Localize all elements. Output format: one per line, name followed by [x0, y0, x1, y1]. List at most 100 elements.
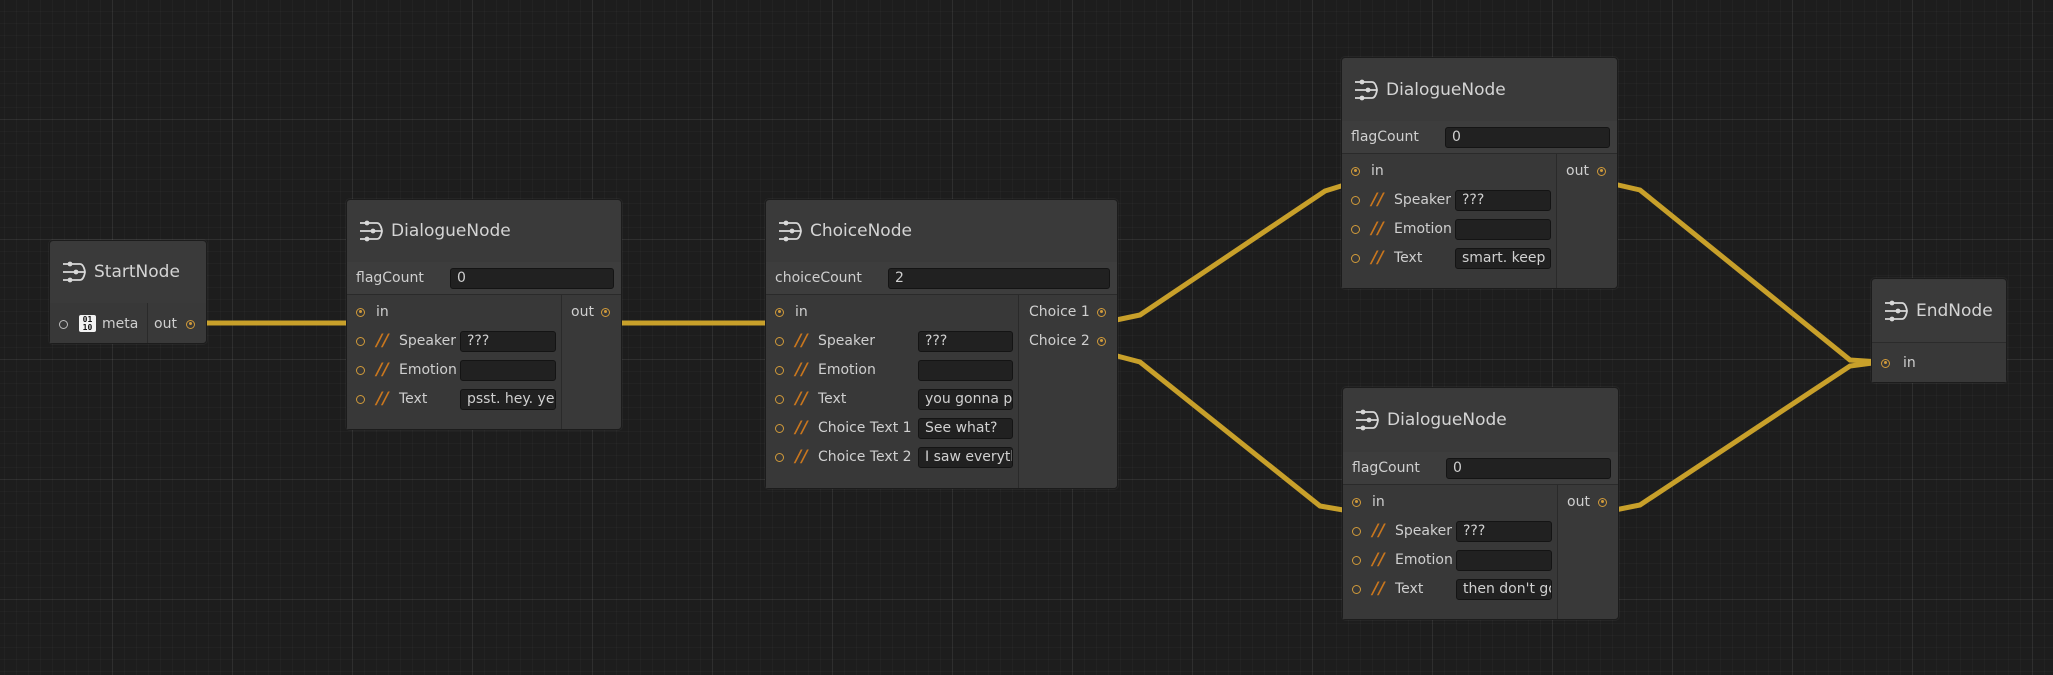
- port-speaker[interactable]: // Speaker ???: [347, 330, 562, 352]
- port-out[interactable]: out: [562, 301, 621, 323]
- flagcount-input[interactable]: 0: [1445, 127, 1610, 148]
- port-out-dot[interactable]: [1598, 497, 1607, 507]
- choice-node[interactable]: ChoiceNode choiceCount 2 in // Speaker ?…: [765, 199, 1118, 489]
- node-header[interactable]: DialogueNode: [1343, 388, 1618, 453]
- emotion-input[interactable]: [918, 360, 1013, 381]
- port-in[interactable]: in: [347, 301, 562, 323]
- port-text[interactable]: // Text you gonna pr: [766, 388, 1019, 410]
- text-input[interactable]: you gonna pr: [918, 389, 1013, 410]
- port-emotion[interactable]: // Emotion: [1342, 218, 1557, 240]
- port-choice-2-dot[interactable]: [1097, 336, 1106, 346]
- port-out[interactable]: out: [148, 313, 206, 335]
- port-text[interactable]: // Text smart. keep i: [1342, 247, 1557, 269]
- port-choice-1[interactable]: Choice 1: [1019, 301, 1117, 323]
- speaker-input[interactable]: ???: [460, 331, 556, 352]
- flagcount-input[interactable]: 0: [450, 268, 614, 289]
- text-input[interactable]: psst. hey. ye: [460, 389, 556, 410]
- text-input[interactable]: then don't go: [1456, 579, 1552, 600]
- port-speaker-dot[interactable]: [1352, 526, 1361, 536]
- port-speaker[interactable]: // Speaker ???: [1343, 520, 1558, 542]
- choicecount-input[interactable]: 2: [888, 268, 1110, 289]
- flagcount-input[interactable]: 0: [1446, 458, 1611, 479]
- string-icon: //: [1372, 550, 1385, 570]
- edge-dialogue2-to-end[interactable]: [1604, 179, 1881, 365]
- end-node[interactable]: EndNode in: [1871, 278, 2007, 383]
- string-icon: //: [1371, 190, 1384, 210]
- choice-text-2-input[interactable]: I saw everyth: [918, 447, 1013, 468]
- port-out-dot[interactable]: [186, 319, 195, 329]
- port-emotion-dot[interactable]: [1351, 224, 1360, 234]
- port-in-dot[interactable]: [775, 307, 784, 317]
- port-speaker-dot[interactable]: [1351, 195, 1360, 205]
- port-label: Speaker: [399, 333, 456, 349]
- node-header[interactable]: ChoiceNode: [766, 200, 1117, 263]
- node-title: StartNode: [94, 262, 180, 282]
- edge-choice1-to-dialogue2[interactable]: [1101, 179, 1355, 326]
- port-speaker-dot[interactable]: [775, 336, 784, 346]
- port-out[interactable]: out: [1558, 491, 1618, 513]
- port-in[interactable]: in: [1872, 352, 2006, 374]
- port-emotion-dot[interactable]: [356, 365, 365, 375]
- node-header[interactable]: EndNode: [1872, 279, 2006, 343]
- emotion-input[interactable]: [1455, 219, 1551, 240]
- port-out[interactable]: out: [1557, 160, 1617, 182]
- port-in[interactable]: in: [766, 301, 1019, 323]
- speaker-input[interactable]: ???: [1455, 190, 1551, 211]
- port-choice-text-1[interactable]: // Choice Text 1 See what?: [766, 417, 1019, 439]
- port-label: in: [1371, 163, 1384, 179]
- dialogue-node-3[interactable]: DialogueNode flagCount 0 in // Speaker ?…: [1342, 387, 1619, 620]
- choice-text-1-input[interactable]: See what?: [918, 418, 1013, 439]
- node-header[interactable]: StartNode: [50, 241, 206, 304]
- port-out-dot[interactable]: [1597, 166, 1606, 176]
- port-choice-text-2-dot[interactable]: [775, 452, 784, 462]
- port-in[interactable]: in: [1343, 491, 1558, 513]
- port-text[interactable]: // Text psst. hey. ye: [347, 388, 562, 410]
- dialogue-node-1[interactable]: DialogueNode flagCount 0 in // Speaker ?…: [346, 199, 622, 430]
- port-choice-text-2[interactable]: // Choice Text 2 I saw everyth: [766, 446, 1019, 468]
- port-choice-2[interactable]: Choice 2: [1019, 330, 1117, 352]
- edge-dialogue3-to-end[interactable]: [1604, 359, 1881, 515]
- port-text-dot[interactable]: [356, 394, 365, 404]
- port-label: Emotion: [1395, 552, 1453, 568]
- node-title: EndNode: [1916, 300, 1993, 321]
- node-graph-icon: [357, 219, 385, 243]
- port-speaker[interactable]: // Speaker ???: [1342, 189, 1557, 211]
- node-header[interactable]: DialogueNode: [347, 200, 621, 263]
- port-in-dot[interactable]: [1351, 166, 1360, 176]
- dialogue-node-2[interactable]: DialogueNode flagCount 0 in // Speaker ?…: [1341, 57, 1618, 289]
- port-choice-text-1-dot[interactable]: [775, 423, 784, 433]
- port-in-dot[interactable]: [356, 307, 365, 317]
- speaker-input[interactable]: ???: [1456, 521, 1552, 542]
- text-input[interactable]: smart. keep i: [1455, 248, 1551, 269]
- emotion-input[interactable]: [460, 360, 556, 381]
- port-text-dot[interactable]: [1351, 253, 1360, 263]
- port-emotion-dot[interactable]: [1352, 555, 1361, 565]
- port-label: Choice 1: [1029, 304, 1090, 320]
- port-speaker[interactable]: // Speaker ???: [766, 330, 1019, 352]
- port-emotion-dot[interactable]: [775, 365, 784, 375]
- port-in-dot[interactable]: [1352, 497, 1361, 507]
- port-choice-1-dot[interactable]: [1097, 307, 1106, 317]
- port-meta-dot[interactable]: [59, 319, 68, 329]
- emotion-input[interactable]: [1456, 550, 1552, 571]
- speaker-input[interactable]: ???: [918, 331, 1013, 352]
- port-text[interactable]: // Text then don't go: [1343, 578, 1558, 600]
- port-in[interactable]: in: [1342, 160, 1557, 182]
- node-header[interactable]: DialogueNode: [1342, 58, 1617, 122]
- flagcount-row: flagCount 0: [1342, 121, 1617, 154]
- port-in-dot[interactable]: [1881, 358, 1890, 368]
- port-out-dot[interactable]: [601, 307, 610, 317]
- node-graph-icon: [1882, 299, 1910, 323]
- edge-choice2-to-dialogue3[interactable]: [1101, 349, 1356, 515]
- port-text-dot[interactable]: [775, 394, 784, 404]
- string-icon: //: [376, 331, 389, 351]
- port-label: Text: [1395, 581, 1424, 597]
- port-text-dot[interactable]: [1352, 584, 1361, 594]
- port-speaker-dot[interactable]: [356, 336, 365, 346]
- port-emotion[interactable]: // Emotion: [1343, 549, 1558, 571]
- port-emotion[interactable]: // Emotion: [347, 359, 562, 381]
- port-emotion[interactable]: // Emotion: [766, 359, 1019, 381]
